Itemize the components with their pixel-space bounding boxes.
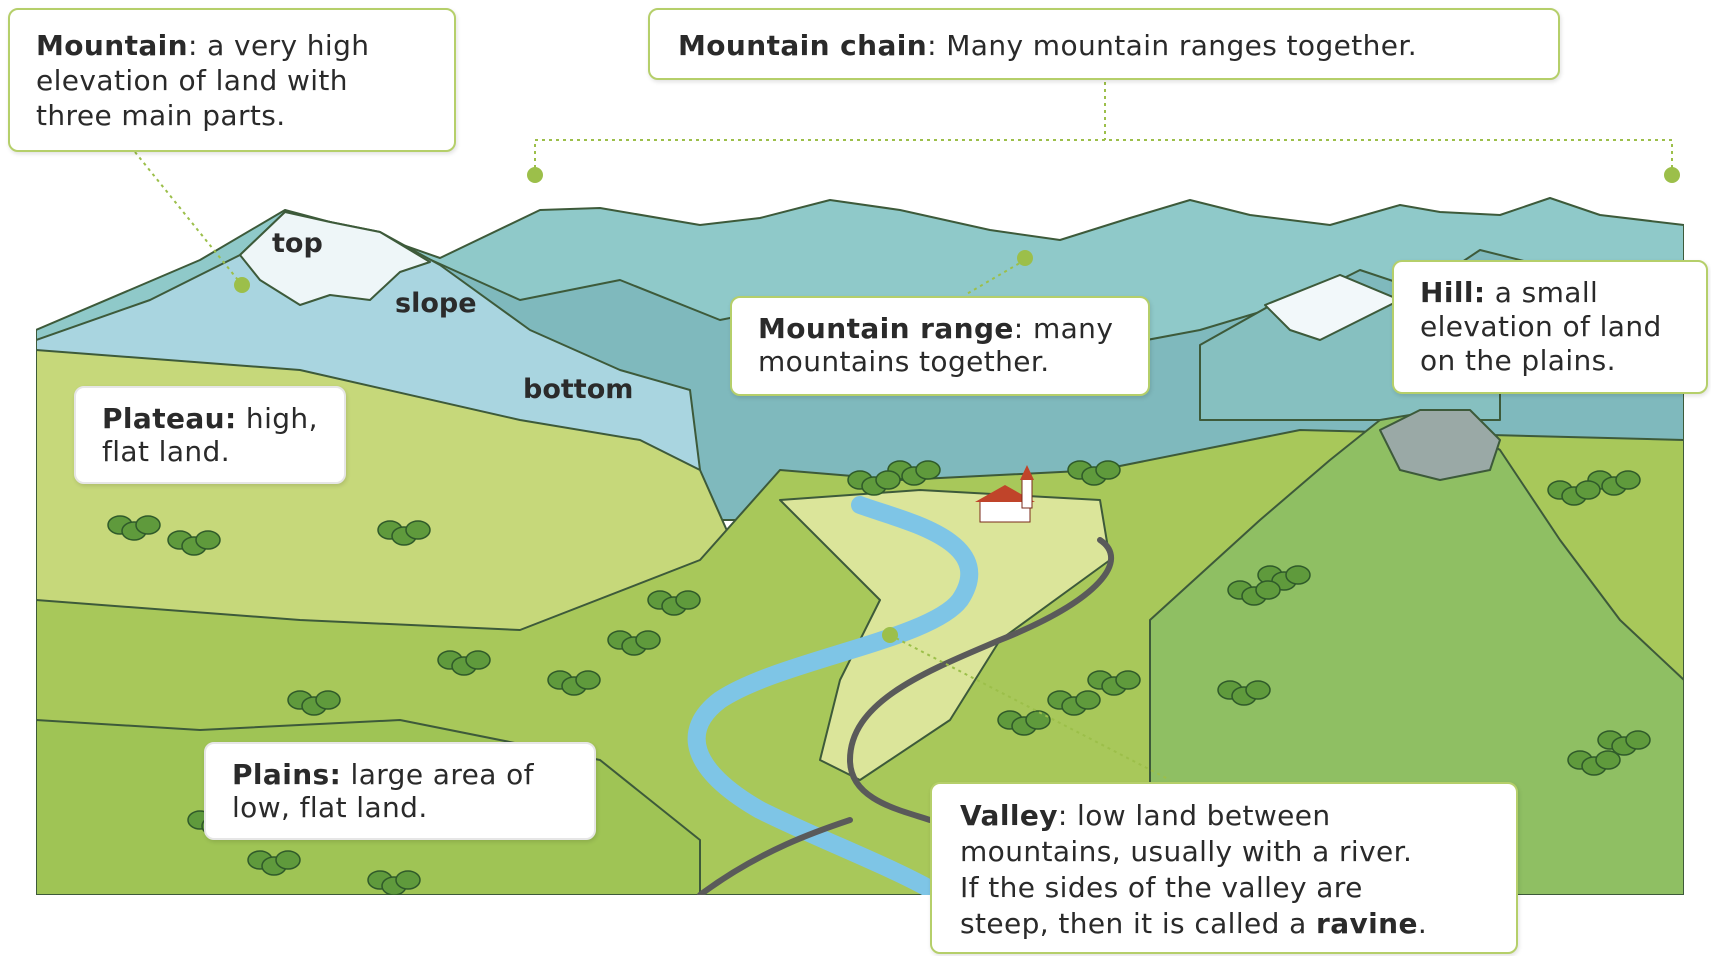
callout-term: Hill:: [1420, 276, 1486, 309]
callout-text: three main parts.: [36, 99, 286, 132]
mountain-chain-bracket: [534, 82, 1673, 175]
callout-term: Mountain: [36, 29, 188, 62]
leader-lines: [134, 82, 1673, 781]
mountain-part-top: top: [272, 228, 323, 259]
tree-bush: [1255, 580, 1281, 600]
tree-bush: [1615, 470, 1641, 490]
hill-peak-rock: [1379, 409, 1501, 481]
tree-bush: [1625, 730, 1651, 750]
tree-bush: [1075, 690, 1101, 710]
village-icon: [975, 465, 1035, 523]
tree-bush: [915, 460, 941, 480]
hill-callout: Hill: a small elevation of land on the p…: [1392, 260, 1708, 394]
tree-bush: [195, 530, 221, 550]
callout-text: large area of: [341, 758, 534, 791]
chain-dot-left: [527, 167, 543, 183]
road: [697, 537, 1114, 895]
callout-term: Plateau:: [102, 402, 237, 435]
tree-bush: [1285, 565, 1311, 585]
plains-callout: Plains: large area of low, flat land.: [204, 742, 596, 840]
callout-text: high,: [236, 402, 318, 435]
tree-bush: [315, 690, 341, 710]
callout-term: Mountain range: [758, 312, 1014, 345]
callout-term: Plains:: [232, 758, 342, 791]
callout-sep: :: [187, 29, 198, 62]
callout-text: low land between: [1067, 799, 1331, 832]
river: [687, 496, 979, 895]
callout-text: a small: [1485, 276, 1599, 309]
callout-sep: :: [1057, 799, 1068, 832]
callout-text: steep, then it is called a: [960, 907, 1316, 940]
mountain-range-callout: Mountain range: many mountains together.: [730, 296, 1150, 396]
callout-text: elevation of land with: [36, 64, 348, 97]
tree-bush: [675, 590, 701, 610]
callout-text: on the plains.: [1420, 344, 1616, 377]
callout-text: Many mountain ranges together.: [936, 29, 1418, 62]
hill-body: [1149, 409, 1684, 895]
callout-text: If the sides of the valley are: [960, 871, 1363, 904]
tree-bush: [1245, 680, 1271, 700]
callout-sep: :: [1013, 312, 1024, 345]
callout-text: flat land.: [102, 435, 231, 468]
callout-term: Valley: [960, 799, 1058, 832]
callout-text: elevation of land: [1420, 310, 1662, 343]
mountain-dot: [234, 277, 250, 293]
mountain-snowcap: [239, 211, 431, 306]
chain-dot-right: [1664, 167, 1680, 183]
callout-sep: :: [927, 29, 937, 62]
mountain-leader-line: [134, 151, 243, 286]
tree-bush: [465, 650, 491, 670]
callout-term: Mountain chain: [678, 29, 928, 62]
callout-text: mountains, usually with a river.: [960, 835, 1413, 868]
tree-bush: [575, 670, 601, 690]
tree-bush: [635, 630, 661, 650]
valley-dot: [882, 627, 898, 643]
tree-bush: [275, 850, 301, 870]
tree-bush: [1095, 460, 1121, 480]
range-dot: [1017, 250, 1033, 266]
mountain-range-leader-line: [964, 259, 1026, 296]
tree-bush: [135, 515, 161, 535]
mountain-chain-callout: Mountain chain: Many mountain ranges tog…: [648, 8, 1560, 80]
callout-text: low, flat land.: [232, 791, 428, 824]
tree-bush: [405, 520, 431, 540]
mountain-callout: Mountain: a very high elevation of land …: [8, 8, 456, 152]
mountain-part-bottom: bottom: [523, 374, 634, 405]
tree-bush: [1595, 750, 1621, 770]
hill-snowcap: [1264, 274, 1401, 341]
leader-dots: [234, 167, 1680, 643]
callout-text: many: [1023, 312, 1114, 345]
tree-bush: [395, 870, 421, 890]
tree-clusters: [107, 460, 1651, 895]
mountain-part-slope: slope: [395, 288, 477, 319]
tree-bush: [875, 470, 901, 490]
plateau-callout: Plateau: high, flat land.: [74, 386, 346, 484]
tree-bush: [1575, 480, 1601, 500]
callout-text: a very high: [197, 29, 370, 62]
valley-callout: Valley: low land between mountains, usua…: [930, 782, 1518, 954]
callout-text: .: [1417, 907, 1428, 940]
tree-bush: [1025, 710, 1051, 730]
callout-text: mountains together.: [758, 345, 1050, 378]
ravine-term: ravine: [1316, 907, 1418, 940]
tree-bush: [1115, 670, 1141, 690]
